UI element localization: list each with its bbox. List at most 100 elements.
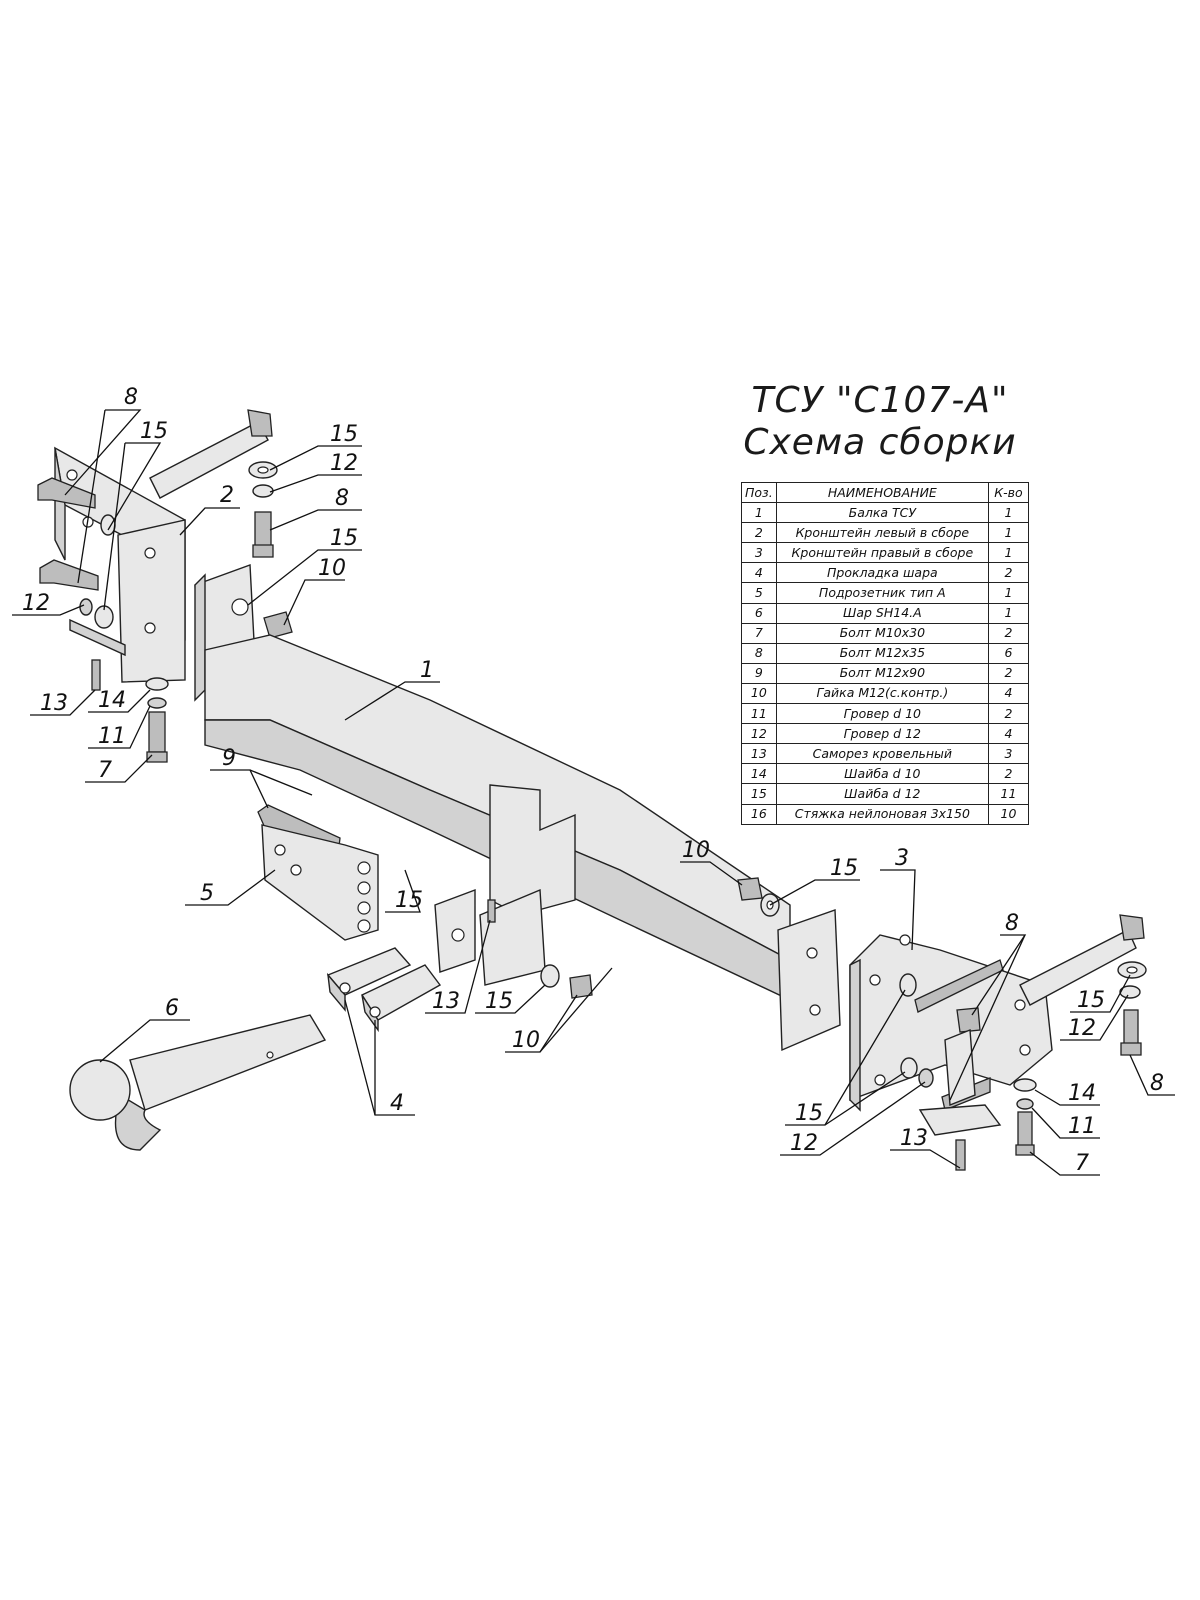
cell-name: Саморез кровельный: [775, 743, 990, 765]
leader-lines: [12, 409, 1175, 1176]
cell-name: Прокладка шара: [775, 562, 990, 584]
cell-position: 14: [741, 763, 777, 785]
callout-12: 12: [790, 1131, 818, 1156]
cell-position: 5: [741, 582, 777, 604]
cell-name: Гровер d 12: [775, 723, 990, 745]
cell-name: Кронштейн правый в сборе: [775, 542, 990, 564]
callout-6: 6: [165, 996, 179, 1021]
callout-15: 15: [330, 526, 358, 551]
callout-15: 15: [1077, 988, 1105, 1013]
callout-15: 15: [830, 856, 858, 881]
callout-14: 14: [98, 688, 126, 713]
callout-8: 8: [1005, 911, 1019, 936]
callout-2: 2: [220, 483, 234, 508]
cell-quantity: 11: [988, 783, 1029, 805]
cell-quantity: 2: [988, 703, 1029, 725]
cell-position: 8: [741, 642, 777, 664]
callout-10: 10: [318, 556, 346, 581]
callout-5: 5: [200, 881, 214, 906]
cell-name: Гровер d 10: [775, 703, 990, 725]
cell-position: 1: [741, 502, 777, 524]
callout-10: 10: [682, 838, 710, 863]
cell-name: Шар SH14.А: [775, 602, 990, 624]
callout-11: 11: [98, 724, 126, 749]
ball-spacers: [326, 947, 442, 1033]
callout-8: 8: [124, 385, 138, 410]
cell-name: Болт М12х35: [775, 642, 990, 664]
cell-name: Болт М10х30: [775, 622, 990, 644]
cell-position: 7: [741, 622, 777, 644]
left-fasteners: [37, 477, 169, 763]
cell-quantity: 2: [988, 763, 1029, 785]
callout-15: 15: [395, 888, 423, 913]
callout-15: 15: [330, 422, 358, 447]
cell-position: 15: [741, 783, 777, 805]
drawing-title: ТСУ "С107-А": [751, 380, 1009, 421]
cell-quantity: 2: [988, 662, 1029, 684]
cell-quantity: 3: [988, 743, 1029, 765]
callout-15: 15: [140, 419, 168, 444]
callout-15: 15: [795, 1101, 823, 1126]
cell-quantity: 2: [988, 622, 1029, 644]
cell-position: 16: [741, 803, 777, 825]
callout-3: 3: [895, 846, 909, 871]
cell-name: Кронштейн левый в сборе: [775, 522, 990, 544]
cell-position: 9: [741, 662, 777, 684]
cell-quantity: 4: [988, 723, 1029, 745]
callout-12: 12: [330, 451, 358, 476]
cell-position: 10: [741, 682, 777, 705]
callout-1: 1: [420, 658, 434, 683]
callout-12: 12: [1068, 1016, 1096, 1041]
tow-ball: [69, 1014, 327, 1151]
cell-quantity: 1: [988, 602, 1029, 624]
cell-position: 3: [741, 542, 777, 564]
cell-name: Шайба d 12: [775, 783, 990, 805]
callout-numbers: 8 15 2 12 13 14 11 7 15 12 8 15 10 1 9 5…: [22, 385, 1164, 1176]
callout-14: 14: [1068, 1081, 1096, 1106]
callout-8: 8: [335, 486, 349, 511]
callout-8: 8: [1150, 1071, 1164, 1096]
cell-quantity: 6: [988, 642, 1029, 664]
cell-quantity: 4: [988, 682, 1029, 705]
cell-quantity: 1: [988, 522, 1029, 544]
top-center-fasteners: [248, 461, 293, 639]
callout-4: 4: [390, 1091, 404, 1116]
callout-12: 12: [22, 591, 50, 616]
header-name: НАИМЕНОВАНИЕ: [775, 481, 990, 504]
parts-table-header: Поз. НАИМЕНОВАНИЕ К-во: [741, 481, 1029, 504]
cell-position: 13: [741, 743, 777, 765]
callout-13: 13: [900, 1126, 928, 1151]
header-position: Поз.: [741, 481, 777, 504]
cell-quantity: 2: [988, 562, 1029, 584]
callout-11: 11: [1068, 1114, 1096, 1139]
drawing-subtitle: Схема сборки: [743, 422, 1017, 463]
callout-13: 13: [40, 691, 68, 716]
cell-name: Стяжка нейлоновая 3х150: [775, 803, 990, 825]
cell-name: Подрозетник тип А: [775, 582, 990, 604]
cell-name: Балка ТСУ: [775, 502, 990, 524]
cell-quantity: 1: [988, 502, 1029, 524]
cell-name: Болт М12х90: [775, 662, 990, 684]
cell-quantity: 1: [988, 542, 1029, 564]
callout-15: 15: [485, 989, 513, 1014]
cell-position: 6: [741, 602, 777, 624]
callout-7: 7: [1075, 1151, 1089, 1176]
right-bracket: [849, 914, 1147, 1171]
cell-position: 11: [741, 703, 777, 725]
socket-bracket: [257, 804, 379, 941]
callout-7: 7: [98, 758, 112, 783]
